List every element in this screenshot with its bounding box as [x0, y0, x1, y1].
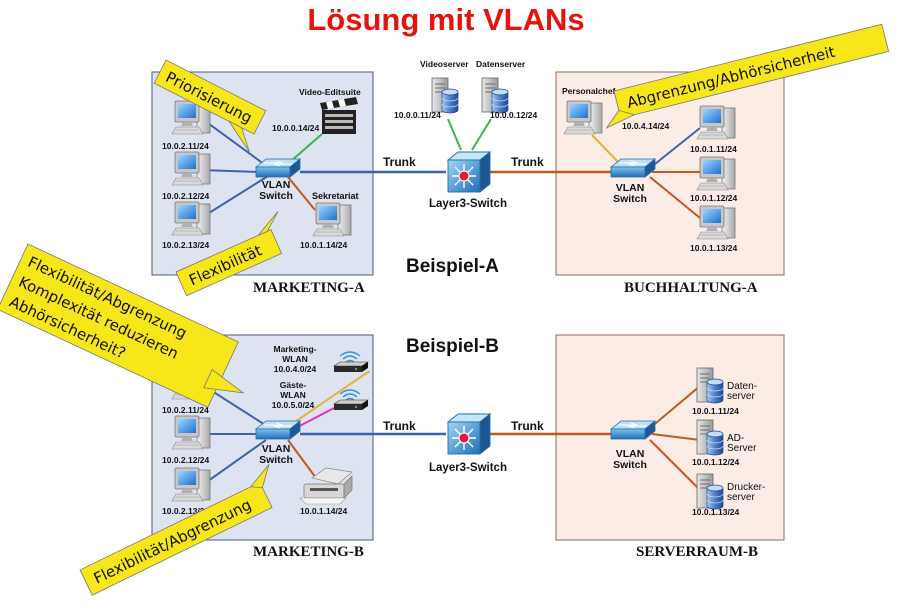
personalchef-label: Personalchef: [562, 86, 616, 96]
video-editsuite-icon: [320, 97, 358, 134]
switch-label: VLAN: [616, 182, 645, 194]
gaeste-wlan-ip: 10.0.5.0/24: [272, 400, 315, 410]
trunk-label: Trunk: [383, 419, 416, 433]
server-label: Server: [727, 443, 757, 454]
pc-buchhaltung-a-3: [696, 205, 736, 240]
switch-label: VLAN: [262, 179, 291, 191]
videoserver-icon: [431, 77, 459, 114]
marketing-wlan-label: Marketing-: [274, 344, 317, 354]
connections-b: [200, 371, 701, 491]
pc-ip-label: 10.0.2.13/24: [162, 506, 210, 516]
pc-ip-label: 10.0.1.11/24: [690, 144, 737, 154]
videoserver-label: Videoserver: [420, 59, 469, 69]
pc-ip-label: 10.0.2.12/24: [162, 191, 210, 201]
server-label: Drucker-: [727, 482, 765, 493]
pc-ip-label: 10.0.2.11/24: [162, 141, 209, 151]
server-label: AD-: [727, 433, 744, 444]
room-label-buchhaltung-a: BUCHHALTUNG-A: [624, 280, 758, 296]
switch-label: Switch: [613, 459, 647, 471]
server-label: server: [727, 492, 755, 503]
switch-label: VLAN: [262, 443, 291, 455]
pc-personalchef: [563, 100, 603, 135]
switch-label: VLAN: [616, 448, 645, 460]
server-label: server: [727, 391, 755, 402]
pc-ip-label: 10.0.2.13/24: [162, 240, 210, 250]
vlan-switch-buchhaltung-a-icon: [610, 158, 656, 178]
layer3-switch-a-icon: [447, 151, 491, 193]
marketing-wlan-ip: 10.0.4.0/24: [274, 364, 317, 374]
vlan-switch-marketing-b-icon: [255, 420, 301, 440]
heading-beispiel-a: Beispiel-A: [406, 256, 499, 277]
personalchef-ip: 10.0.4.14/24: [622, 121, 670, 131]
room-label-marketing-b: MARKETING-B: [253, 544, 364, 560]
datenserver-ip: 10.0.0.12/24: [490, 110, 538, 120]
pc-ip-label: 10.0.1.12/24: [690, 193, 738, 203]
room-serverraum-b: [555, 334, 785, 541]
gaeste-wlan-label: WLAN: [280, 390, 306, 400]
vlan-switch-serverraum-b-icon: [610, 420, 656, 440]
heading-beispiel-b: Beispiel-B: [406, 336, 499, 357]
switch-label: Switch: [259, 454, 293, 466]
layer3-switch-label: Layer3-Switch: [429, 198, 507, 210]
marketing-wlan-label: WLAN: [282, 354, 308, 364]
vlan-switch-marketing-a-icon: [255, 158, 301, 178]
pc-buchhaltung-a-1: [696, 105, 736, 140]
video-editsuite-ip: 10.0.0.14/24: [272, 123, 320, 133]
trunk-label: Trunk: [383, 155, 416, 169]
printer-icon: [299, 467, 353, 505]
pc-ip-label: 10.0.2.11/24: [162, 405, 209, 415]
video-editsuite-label: Video-Editsuite: [299, 87, 361, 97]
pc-ip-label: 10.0.1.13/24: [690, 243, 738, 253]
layer3-switch-label: Layer3-Switch: [429, 462, 507, 474]
pc-marketing-b-2: [171, 415, 211, 450]
connections-a: [200, 117, 701, 219]
room-label-serverraum-b: SERVERRAUM-B: [636, 544, 758, 560]
datenserver-label: Datenserver: [476, 59, 526, 69]
pc-marketing-a-2: [171, 151, 211, 186]
layer3-switch-b-icon: [447, 413, 491, 455]
videoserver-ip: 10.0.0.11/24: [394, 110, 441, 120]
sekretariat-ip: 10.0.1.14/24: [300, 240, 348, 250]
page-title: Lösung mit VLANs: [307, 2, 584, 37]
pc-ip-label: 10.0.2.12/24: [162, 455, 210, 465]
pc-sekretariat: [312, 202, 352, 237]
room-label-marketing-a: MARKETING-A: [253, 280, 365, 296]
pc-marketing-a-3: [171, 201, 211, 236]
datenserver-icon: [481, 77, 509, 114]
pc-marketing-b-3: [171, 467, 211, 502]
pc-buchhaltung-a-2: [696, 156, 736, 191]
printer-ip: 10.0.1.14/24: [300, 506, 348, 516]
server-ip: 10.0.1.13/24: [692, 507, 740, 517]
trunk-label: Trunk: [511, 419, 544, 433]
trunk-label: Trunk: [511, 155, 544, 169]
switch-label: Switch: [259, 190, 293, 202]
sekretariat-label: Sekretariat: [312, 191, 359, 201]
server-ip: 10.0.1.11/24: [692, 406, 739, 416]
switch-label: Switch: [613, 193, 647, 205]
server-label: Daten-: [727, 381, 757, 392]
server-ip: 10.0.1.12/24: [692, 457, 740, 467]
gaeste-wlan-label: Gäste-: [280, 380, 307, 390]
